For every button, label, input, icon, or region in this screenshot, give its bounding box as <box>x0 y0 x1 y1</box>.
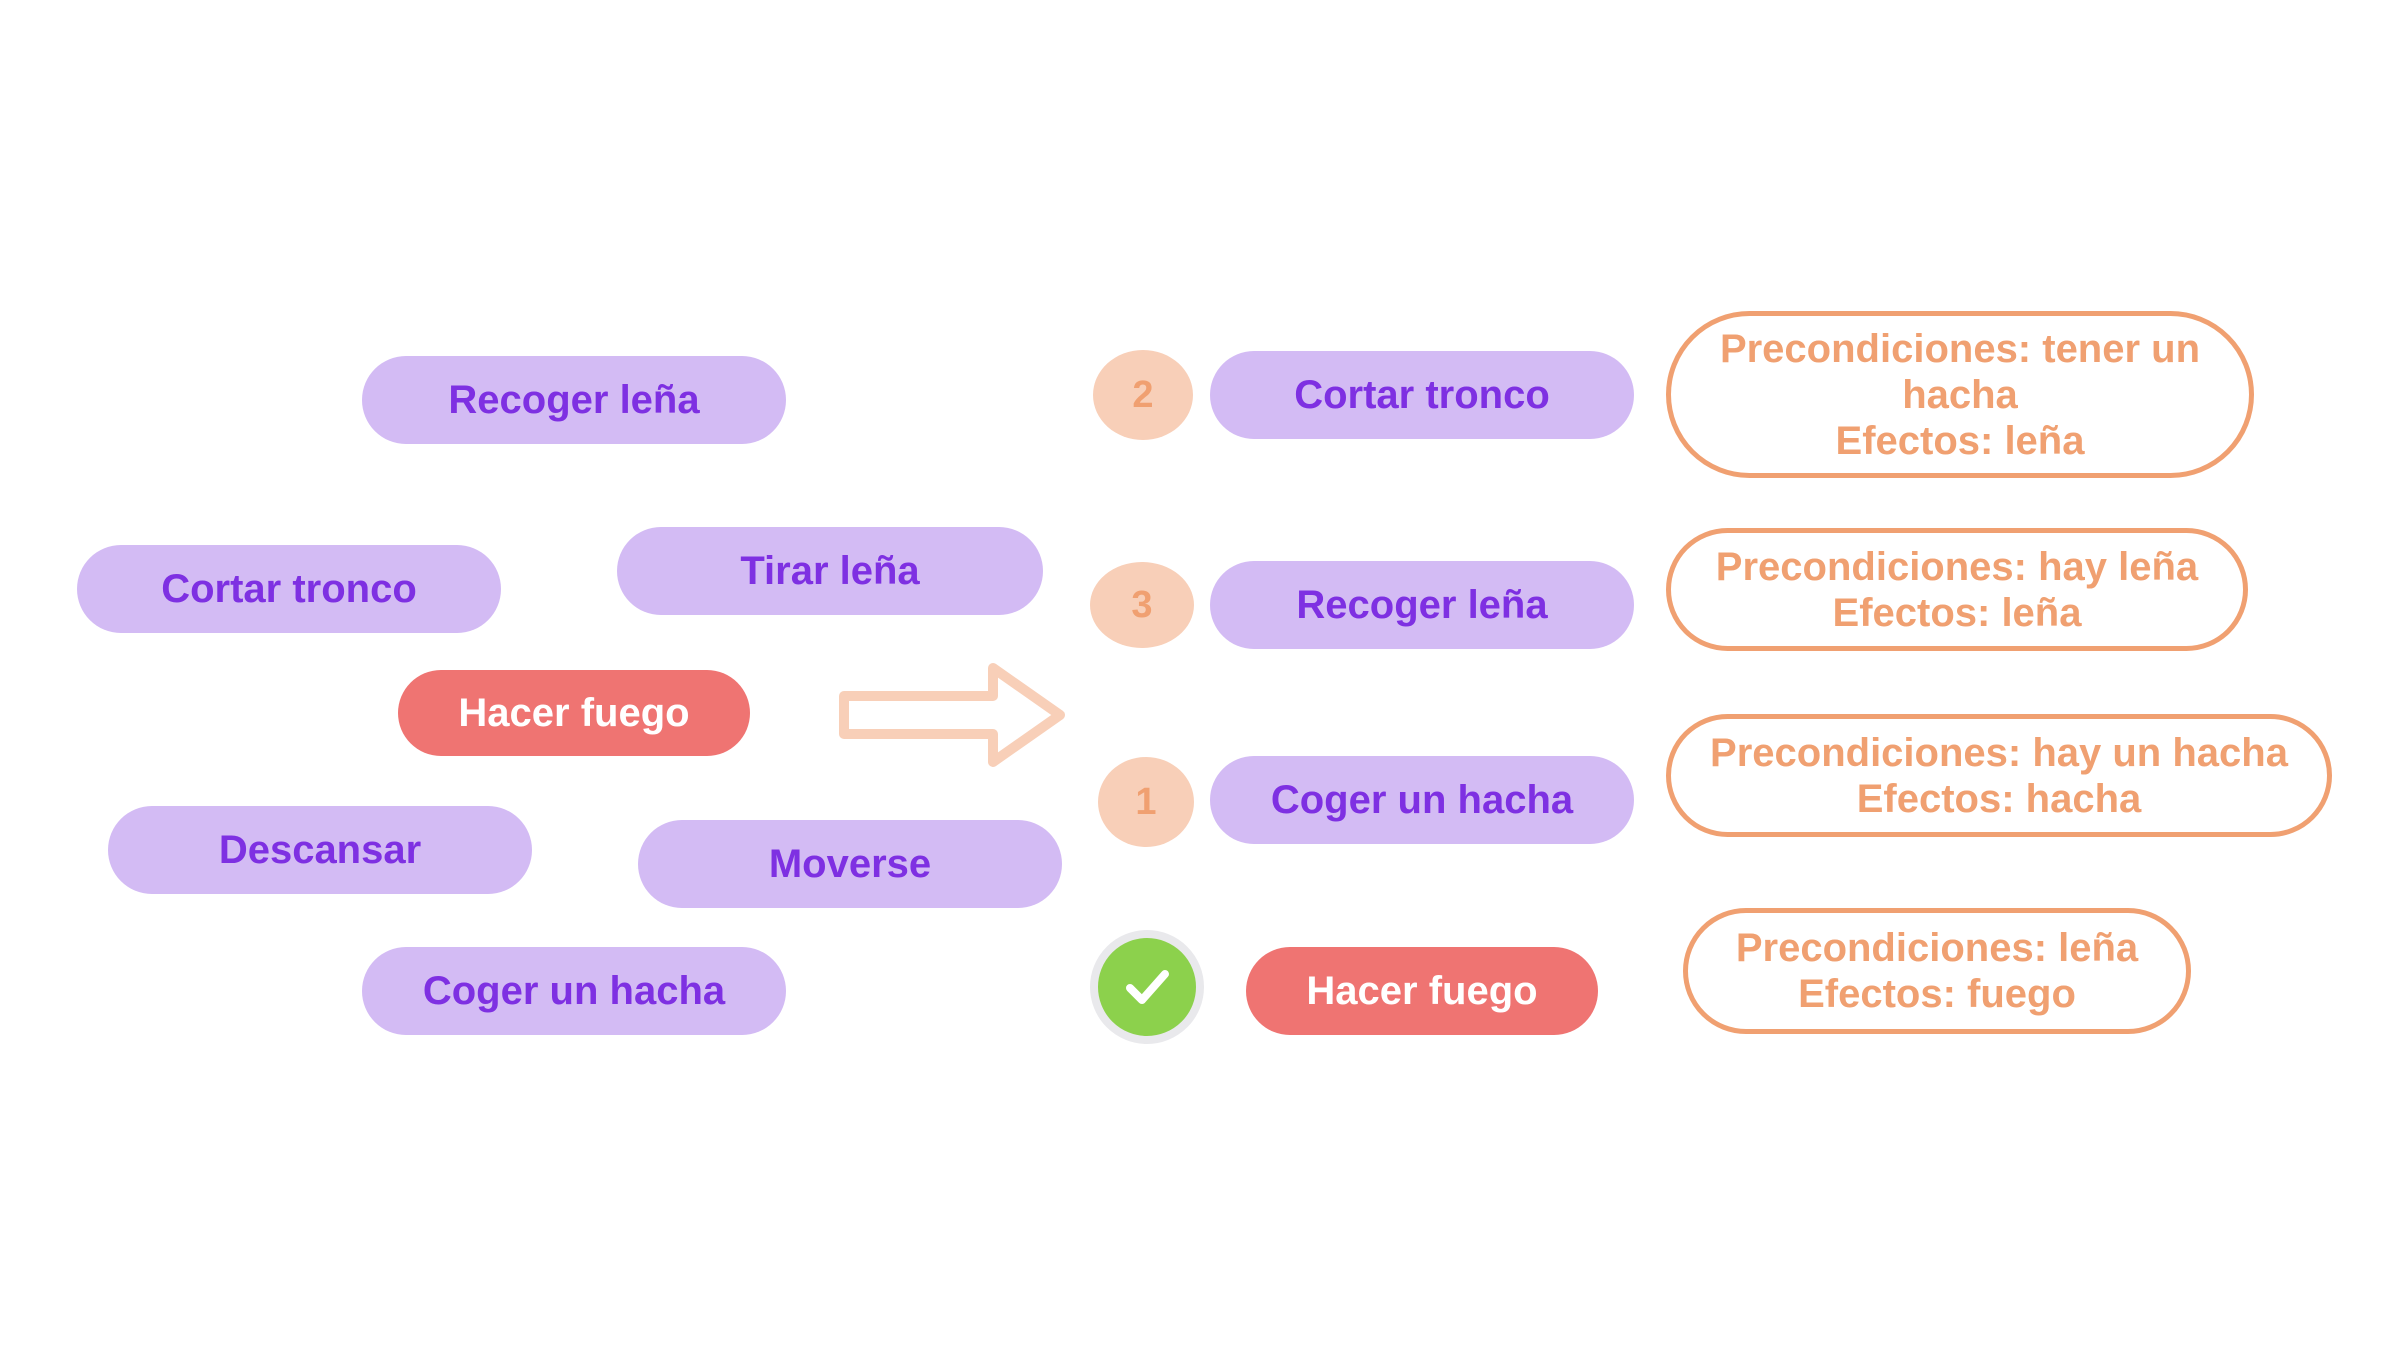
conditions-line: Precondiciones: hay leña <box>1715 544 2199 589</box>
action-coger-hacha: Coger un hacha <box>362 947 786 1035</box>
effects-line: Efectos: leña <box>1832 590 2082 635</box>
action-descansar: Descansar <box>108 806 532 894</box>
order-badge: 2 <box>1093 350 1193 440</box>
plan-action-recoger-lena: Recoger leña <box>1210 561 1634 649</box>
conditions-line: hacha <box>1902 372 2018 417</box>
order-badge: 3 <box>1090 562 1194 648</box>
effects-line: Efectos: fuego <box>1798 972 2076 1016</box>
action-tirar-lena: Tirar leña <box>617 527 1043 615</box>
effects-line: Efectos: hacha <box>1856 776 2142 821</box>
conditions-line: Precondiciones: hay un hacha <box>1710 730 2288 775</box>
action-moverse: Moverse <box>638 820 1062 908</box>
conditions-box: Precondiciones: hay leña Efectos: leña <box>1666 528 2248 651</box>
effects-line: Efectos: leña <box>1835 418 2085 463</box>
plan-action-coger-hacha: Coger un hacha <box>1210 756 1634 844</box>
action-recoger-lena: Recoger leña <box>362 356 786 444</box>
conditions-box: Precondiciones: tener un hacha Efectos: … <box>1666 311 2254 478</box>
conditions-line: Precondiciones: leña <box>1735 926 2139 970</box>
conditions-box: Precondiciones: leña Efectos: fuego <box>1683 908 2191 1034</box>
plan-goal-hacer-fuego: Hacer fuego <box>1246 947 1598 1035</box>
goal-hacer-fuego: Hacer fuego <box>398 670 750 756</box>
plan-action-cortar-tronco: Cortar tronco <box>1210 351 1634 439</box>
conditions-box: Precondiciones: hay un hacha Efectos: ha… <box>1666 714 2332 837</box>
action-cortar-tronco: Cortar tronco <box>77 545 501 633</box>
check-icon <box>1090 930 1204 1044</box>
right-arrow-icon <box>839 663 1065 767</box>
order-badge: 1 <box>1098 757 1194 847</box>
conditions-line: Precondiciones: tener un <box>1719 326 2201 371</box>
